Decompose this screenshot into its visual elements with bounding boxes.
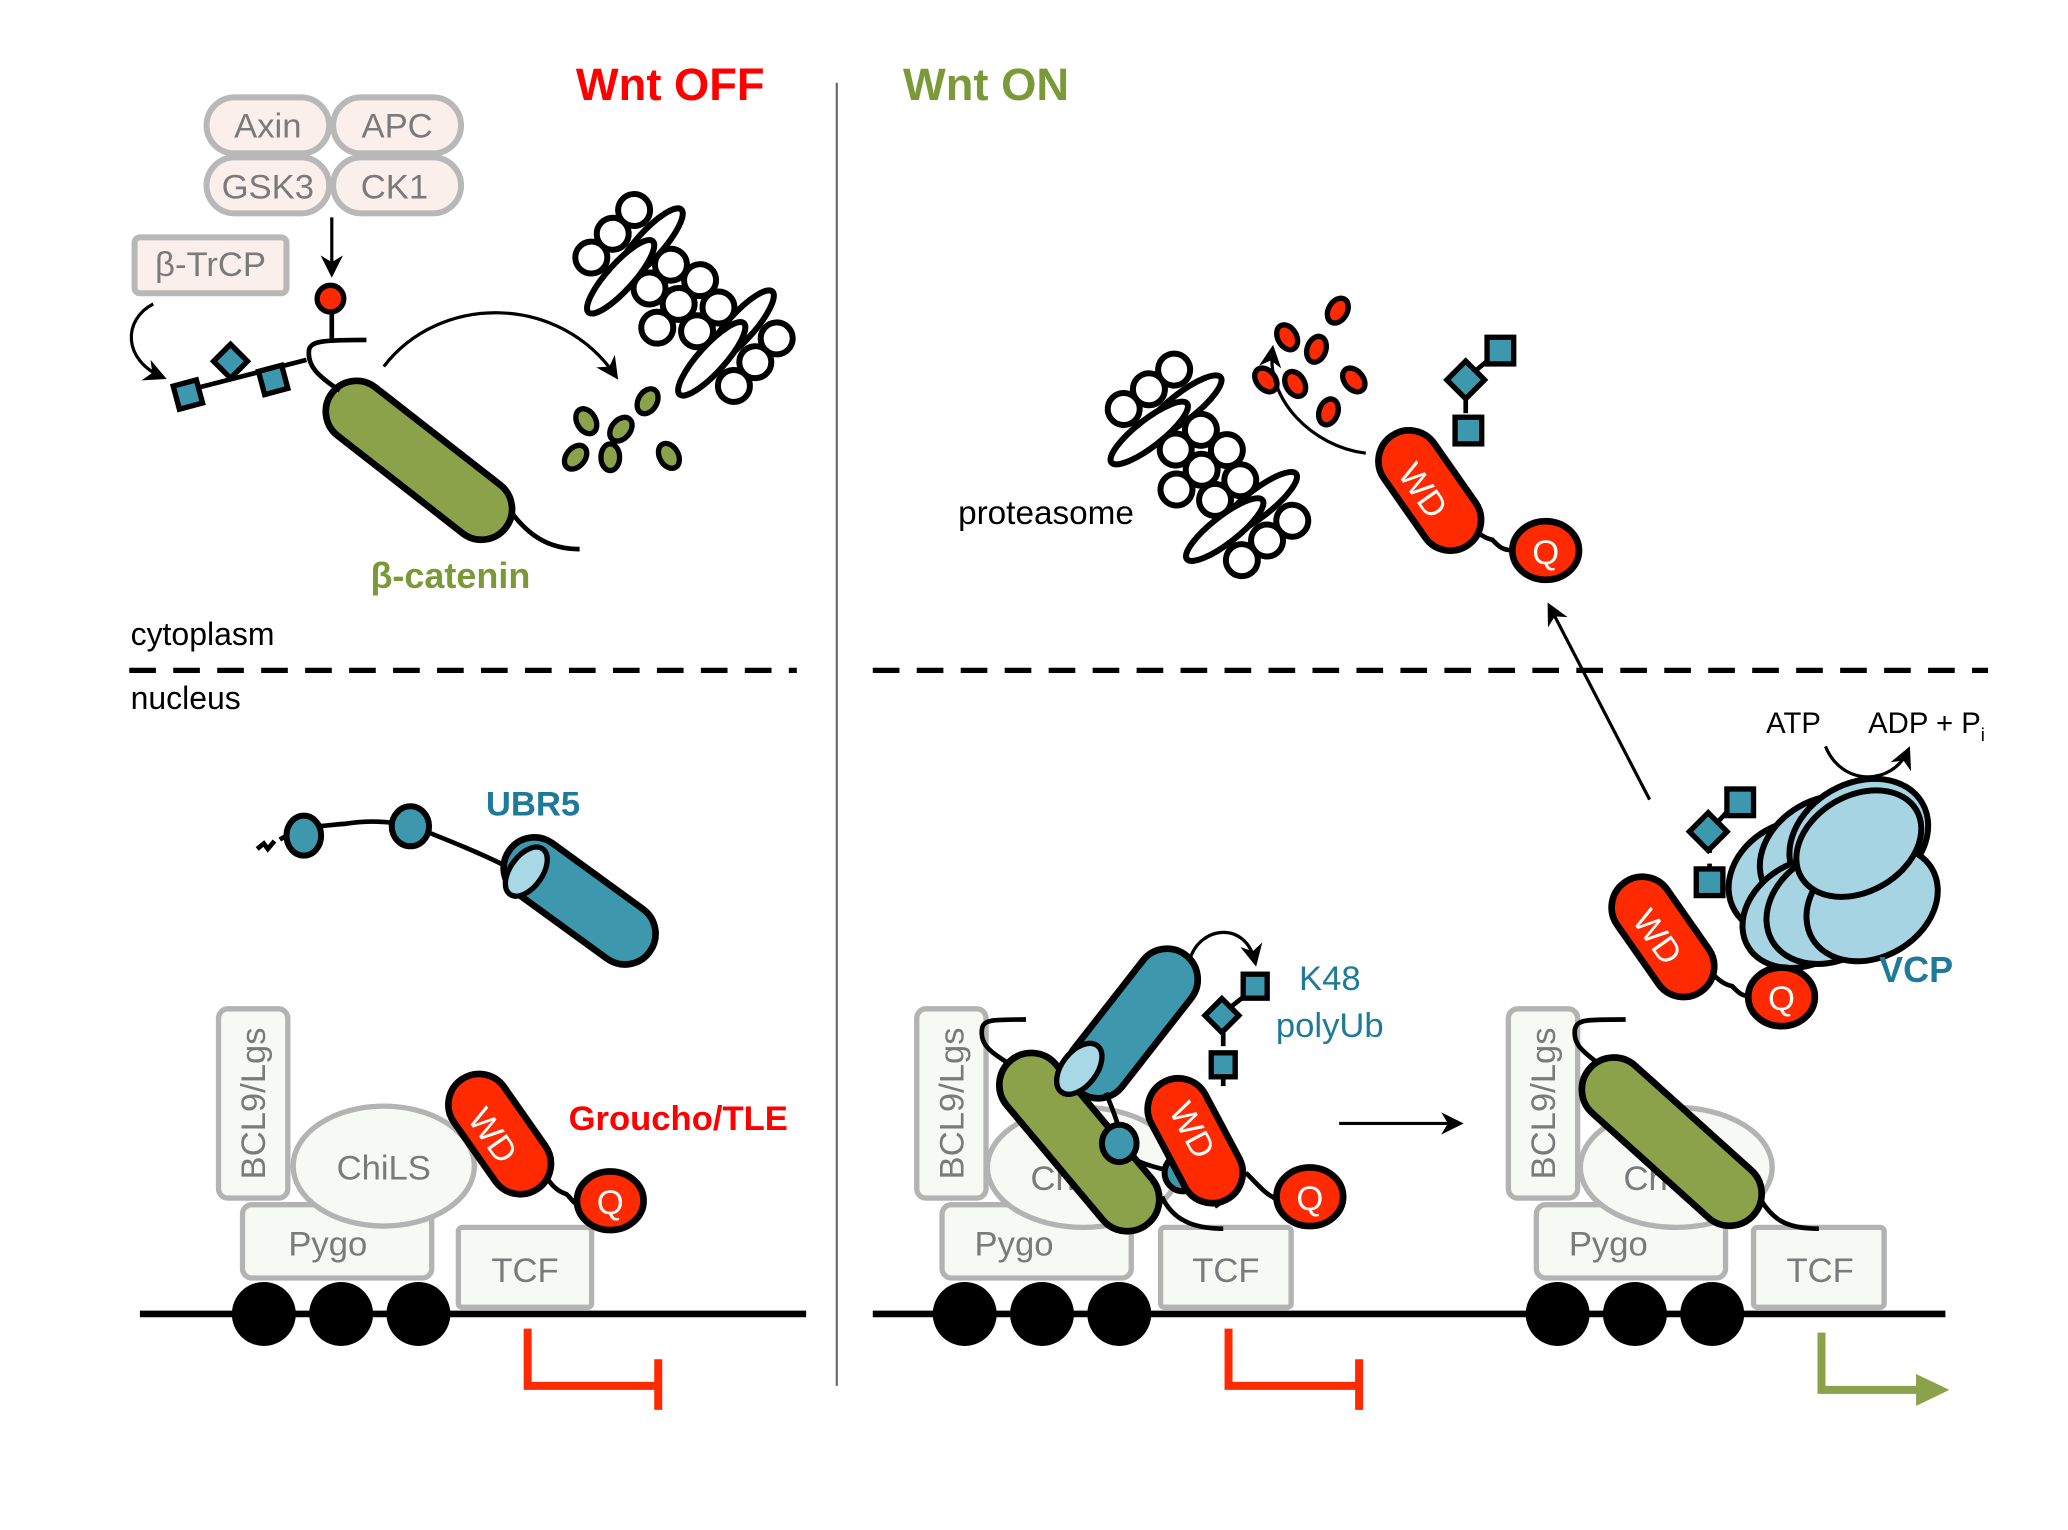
ubiquitin-icon [169, 376, 206, 413]
groucho-label: Groucho/TLE [569, 1100, 788, 1138]
phosphate-icon [314, 282, 347, 315]
ubiquitin-icon [1208, 1050, 1238, 1080]
nucleosome-icon [1010, 1282, 1074, 1346]
ubiquitin-icon [255, 361, 292, 398]
bcl9-label: BCL9/Lgs [933, 1027, 971, 1179]
q-domain-label: Q [1768, 980, 1795, 1018]
proteasome-off [572, 191, 796, 405]
repression-symbol-off [523, 1328, 663, 1410]
tcf-label: TCF [491, 1252, 558, 1290]
repression-symbol-on [1224, 1328, 1364, 1410]
ubiquitin-icon [1240, 971, 1270, 1001]
nucleosome-icon [1525, 1282, 1590, 1346]
nucleosome-icon [1602, 1282, 1667, 1346]
atp-hydrolysis-arrow [1824, 745, 1912, 779]
degradation-arrow-off [382, 311, 619, 380]
ubr5-free [255, 803, 659, 968]
groucho-ubiquitinated-cytoplasm: WD Q [1375, 334, 1583, 584]
enhanceosome-off: Pygo TCF ChiLS BCL9/Lgs [139, 1006, 807, 1346]
wnt-off-title: Wnt OFF [576, 59, 765, 110]
ck1-label: CK1 [361, 169, 428, 207]
ubiquitin-icon [1484, 334, 1517, 367]
export-arrow [1547, 602, 1652, 801]
pygo-label: Pygo [1569, 1225, 1648, 1263]
bcl9-label: BCL9/Lgs [235, 1027, 273, 1179]
ubiquitin-icon [1201, 994, 1243, 1037]
groucho-fragments [1252, 295, 1368, 428]
adp-text: ADP + P [1868, 707, 1981, 740]
ubiquitin-icon [1452, 414, 1485, 447]
nucleosome-icon [386, 1282, 451, 1346]
proteasome-on [1104, 350, 1312, 580]
proteasome-label: proteasome [958, 495, 1134, 532]
beta-catenin-fragments [561, 386, 683, 474]
axin-label: Axin [234, 107, 301, 145]
gsk3-box [203, 154, 333, 217]
ubiquitin-icon [209, 340, 252, 382]
gsk3-label: GSK3 [222, 169, 314, 207]
polyub-label: polyUb [1276, 1007, 1384, 1045]
apc-label: APC [361, 107, 432, 145]
ubr5-label: UBR5 [486, 786, 580, 824]
ubiquitin-icon [1685, 809, 1731, 855]
nucleosome-icon [1680, 1282, 1745, 1346]
activation-arrow [1817, 1332, 1919, 1394]
apc-box [330, 94, 465, 157]
vcp-label: VCP [1879, 949, 1953, 990]
destruction-complex: Axin APC GSK3 CK1 [203, 94, 465, 217]
ubiquitin-icon [1693, 866, 1726, 899]
chils-label: ChiLS [337, 1149, 431, 1187]
q-domain-label: Q [597, 1184, 624, 1222]
nucleus-label: nucleus [131, 680, 241, 716]
enhanceosome-on-active: Pygo TCF Ch BCL9/Lgs [1505, 1006, 1887, 1346]
activation-arrowhead [1916, 1373, 1950, 1406]
nucleosome-icon [932, 1282, 997, 1346]
axin-box [203, 94, 333, 157]
ubiquitination-arrow-on [1188, 930, 1263, 967]
beta-catenin-label: β-catenin [370, 555, 530, 596]
q-domain-label: Q [1296, 1180, 1323, 1218]
beta-trcp-label: β-TrCP [155, 246, 266, 284]
ubiquitin-icon [1443, 357, 1489, 403]
groucho-off: WD Q [445, 1070, 647, 1234]
nucleosome-icon [231, 1282, 296, 1346]
beta-trcp-box [131, 234, 290, 297]
nucleosome-icon [1087, 1282, 1152, 1346]
atp-label: ATP [1766, 707, 1821, 740]
beta-catenin-off [169, 282, 580, 552]
degradation-arrow-on [1259, 344, 1366, 455]
tcf-label: TCF [1192, 1252, 1259, 1290]
bcl9-label: BCL9/Lgs [1525, 1027, 1563, 1179]
cytoplasm-label: cytoplasm [131, 616, 275, 652]
tcf-label: TCF [1787, 1252, 1854, 1290]
ck1-box [330, 154, 465, 217]
pi-subscript: i [1981, 724, 1985, 745]
pygo-label: Pygo [975, 1225, 1054, 1263]
nucleosome-icon [309, 1282, 374, 1346]
adp-label: ADP + Pi [1868, 707, 1985, 745]
ubiquitination-arrow-off [129, 302, 167, 381]
k48-label: K48 [1299, 960, 1361, 998]
ubiquitin-icon [1724, 786, 1757, 819]
enhanceosome-on-ubiquitination: Pygo TCF Ch BCL9/Lgs WD Q [872, 945, 1946, 1346]
vcp-complex [1725, 775, 1941, 971]
wnt-on-title: Wnt ON [903, 59, 1069, 110]
pygo-label: Pygo [288, 1225, 367, 1263]
q-domain-label: Q [1532, 534, 1559, 572]
groucho-vcp-bound: WD Q [1608, 786, 1819, 1030]
